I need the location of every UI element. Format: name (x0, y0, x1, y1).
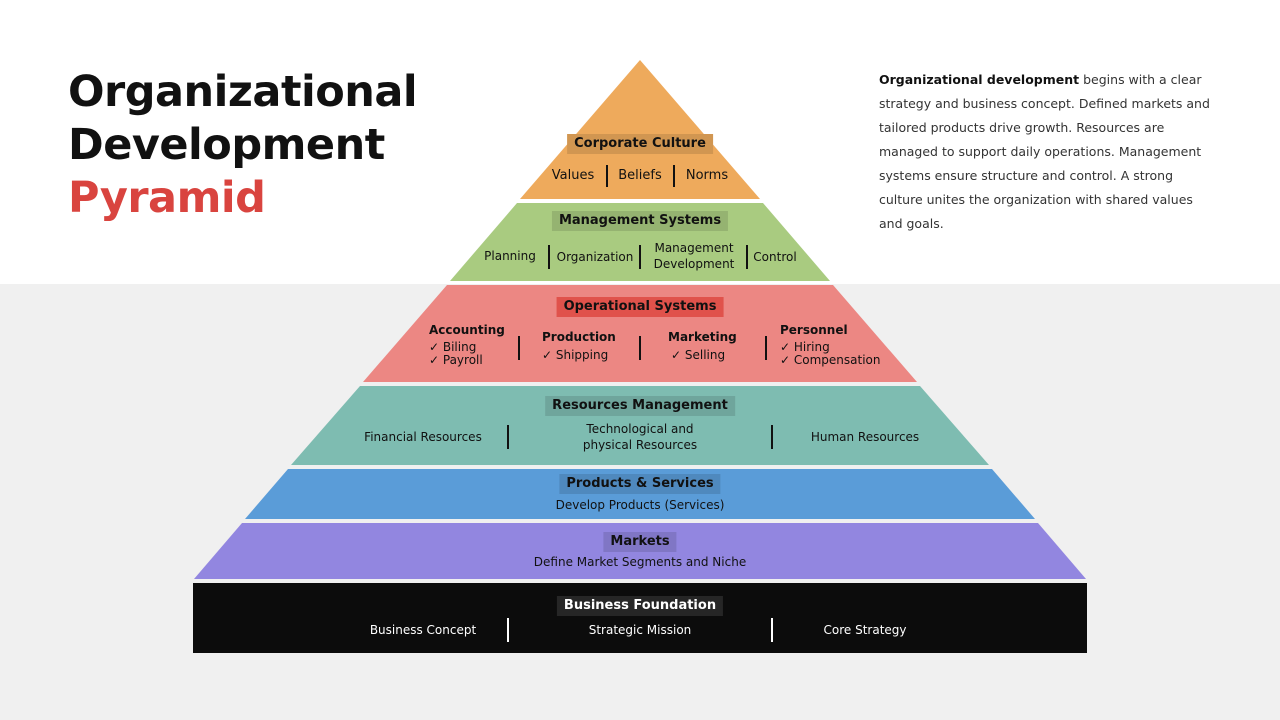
operational-band (363, 285, 917, 382)
management-item-planning: Planning (484, 249, 536, 263)
markets-text: Define Market Segments and Niche (533, 555, 747, 569)
operational-separator-1 (518, 336, 520, 360)
culture-separator-2 (673, 165, 675, 187)
operational-separator-2 (639, 336, 641, 360)
culture-band (520, 60, 760, 199)
products-text: Develop Products (Services) (555, 498, 725, 512)
resources-separator-2 (771, 425, 773, 449)
foundation-separator-1 (507, 618, 509, 642)
management-separator-3 (746, 245, 748, 269)
title-line-2: Development (68, 120, 385, 170)
management-separator-1 (548, 245, 550, 269)
resources-item-technological: Technological and physical Resources (582, 422, 698, 452)
operational-group-production-title: Production (542, 330, 616, 344)
title-line-1: Organizational (68, 67, 418, 117)
resources-band (291, 386, 989, 465)
foundation-item-concept: Business Concept (369, 623, 477, 637)
operational-group-personnel-item-1: ✓ Hiring (780, 340, 830, 354)
culture-item-norms: Norms (685, 168, 729, 183)
culture-item-values: Values (551, 168, 595, 183)
operational-separator-3 (765, 336, 767, 360)
description: Organizational development begins with a… (879, 68, 1219, 236)
culture-item-beliefs: Beliefs (618, 168, 662, 183)
management-item-development: Management Development (653, 241, 735, 271)
title-line-3: Pyramid (68, 173, 266, 223)
foundation-label: Business Foundation (556, 596, 724, 616)
resources-separator-1 (507, 425, 509, 449)
operational-group-personnel-title: Personnel (780, 323, 848, 337)
operational-group-accounting-title: Accounting (429, 323, 505, 337)
products-label: Products & Services (559, 474, 721, 494)
description-bold: Organizational development (879, 72, 1080, 87)
operational-group-accounting-item-2: ✓ Payroll (429, 353, 483, 367)
management-label: Management Systems (551, 211, 729, 231)
operational-group-personnel-item-2: ✓ Compensation (780, 353, 881, 367)
management-item-organization: Organization (556, 250, 634, 264)
resources-label: Resources Management (545, 396, 735, 416)
markets-label: Markets (603, 532, 677, 552)
foundation-band (193, 583, 1087, 653)
foundation-separator-2 (771, 618, 773, 642)
management-band (450, 203, 830, 281)
management-separator-2 (639, 245, 641, 269)
resources-item-financial: Financial Resources (364, 430, 482, 444)
foundation-item-strategy: Core Strategy (823, 623, 907, 637)
operational-label: Operational Systems (556, 297, 724, 317)
page-title: Organizational Development Pyramid (68, 66, 418, 225)
resources-item-human: Human Resources (810, 430, 920, 444)
description-text: begins with a clear strategy and busines… (879, 72, 1210, 231)
culture-separator-1 (606, 165, 608, 187)
operational-group-production-item-1: ✓ Shipping (542, 348, 609, 362)
management-item-control: Control (753, 250, 797, 264)
culture-label: Corporate Culture (567, 134, 713, 154)
products-band (245, 469, 1035, 519)
operational-group-accounting-item-1: ✓ Biling (429, 340, 477, 354)
operational-group-marketing-item-1: ✓ Selling (671, 348, 726, 362)
operational-group-marketing-title: Marketing (668, 330, 737, 344)
foundation-item-mission: Strategic Mission (588, 623, 692, 637)
